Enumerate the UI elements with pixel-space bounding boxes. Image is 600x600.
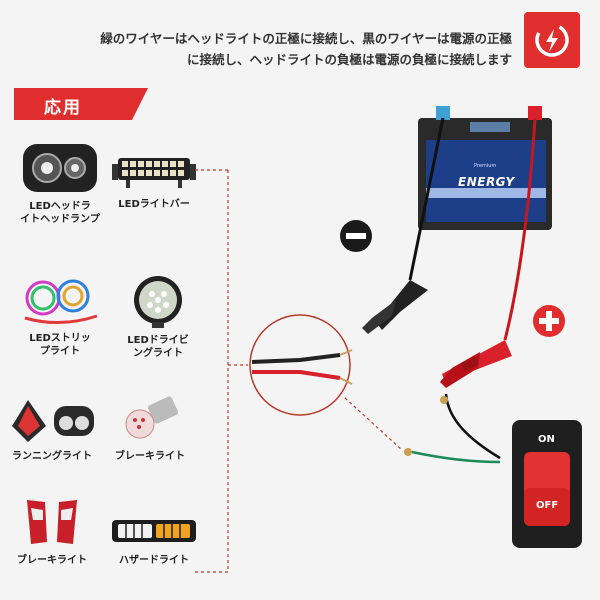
app-led-headlamp: LEDヘッドラ イトヘッドランプ <box>10 140 110 226</box>
app-label-line2: イトヘッドランプ <box>20 214 100 225</box>
app-label-line2: プライト <box>40 346 80 357</box>
app-label-line2: ングライト <box>133 348 183 359</box>
app-label-line1: ハザードライト <box>119 555 189 566</box>
switch-wire-black <box>444 393 501 460</box>
app-led-strip-light: LEDストリッ プライト <box>10 272 110 358</box>
instruction-line-1: 緑のワイヤーはヘッドライトの正極に接続し、黒のワイヤーは電源の正極 <box>100 31 512 46</box>
switch-off-label: OFF <box>536 500 559 511</box>
app-label-line1: ランニングライト <box>12 451 92 462</box>
lightning-power-icon <box>524 12 580 68</box>
app-label-line1: ブレーキライト <box>115 451 185 462</box>
app-running-light: ランニングライト <box>2 396 102 463</box>
running-light-icon <box>12 400 94 442</box>
tail-light-icon <box>27 500 77 544</box>
app-led-light-bar: LEDライトバー <box>104 150 204 211</box>
app-hazard-light: ハザードライト <box>104 510 204 567</box>
connector-terminal <box>440 396 448 404</box>
negative-sign-icon <box>340 220 372 252</box>
battery-premium-text: Premium <box>474 163 497 169</box>
switch-wire-green <box>411 450 501 464</box>
app-led-driving-light: LEDドライビ ングライト <box>108 272 208 360</box>
app-label-line1: LEDライトバー <box>118 199 190 210</box>
led-light-bar-icon <box>112 158 196 188</box>
wire-zoom-circle <box>249 314 353 416</box>
connector-terminal-green <box>404 448 412 456</box>
app-tail-light: ブレーキライト <box>2 496 102 567</box>
positive-sign-icon <box>533 305 565 337</box>
app-brake-bulb: ブレーキライト <box>100 392 200 463</box>
red-wire <box>503 117 537 341</box>
section-title: 応用 <box>44 98 82 118</box>
app-label-line1: LEDドライビ <box>127 335 189 346</box>
app-label-line1: ブレーキライト <box>17 555 87 566</box>
led-driving-light-icon <box>134 276 182 328</box>
app-label-line1: LEDストリッ <box>29 333 91 344</box>
battery-brand: ENERGY <box>458 175 515 189</box>
red-clip <box>440 340 512 388</box>
black-clip <box>362 280 428 334</box>
instruction-text: 緑のワイヤーはヘッドライトの正極に接続し、黒のワイヤーは電源の正極 に接続し、ヘ… <box>32 28 512 70</box>
hazard-light-icon <box>112 520 196 542</box>
black-wire <box>408 117 445 281</box>
rocker-switch <box>512 420 582 548</box>
section-banner: 応用 <box>14 88 148 120</box>
brake-bulb-icon <box>125 396 179 439</box>
instruction-line-2: に接続し、ヘッドライトの負極は電源の負極に接続します <box>186 52 512 67</box>
switch-on-label: ON <box>538 434 555 445</box>
app-label-line1: LEDヘッドラ <box>29 201 91 212</box>
dashed-bracket <box>195 169 248 573</box>
led-strip-light-icon <box>24 279 98 325</box>
dashed-pointer <box>344 397 403 451</box>
led-headlamp-icon <box>23 144 97 192</box>
